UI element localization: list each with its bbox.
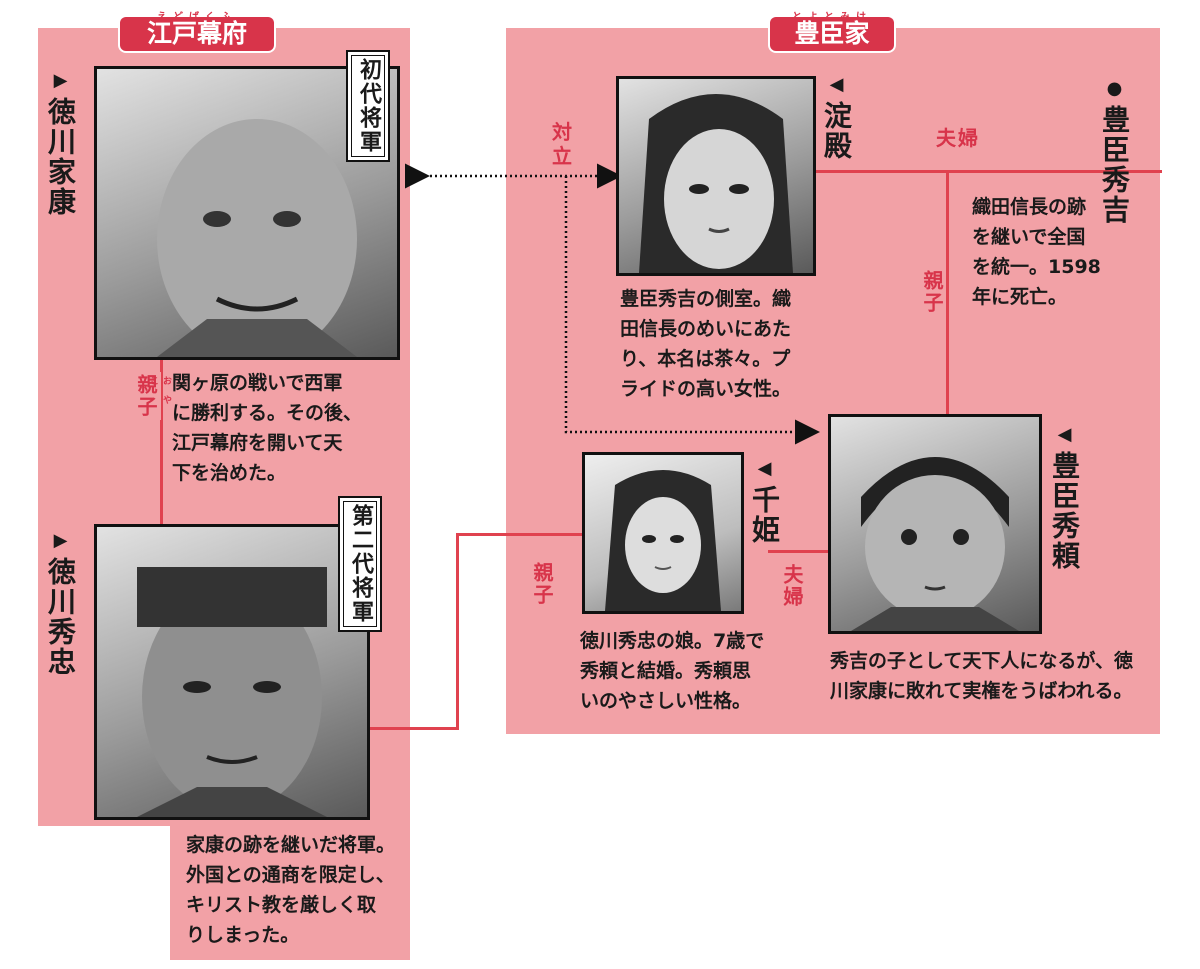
- sen-portrait: [582, 452, 744, 614]
- sen-desc: 徳川秀忠の娘。7歳で 秀頼と結婚。秀頼思 いのやさしい性格。: [580, 630, 765, 712]
- ieyasu-title: 初代将軍: [346, 50, 390, 162]
- right-triangle-icon: ▶: [50, 530, 71, 553]
- yodo-hideyoshi-couple-line: [812, 170, 1162, 173]
- hidetada-name: ▶徳川秀忠: [44, 530, 77, 677]
- toyotomi-group-ruby: とよとみけ: [792, 12, 872, 23]
- left-triangle-icon: ◀: [826, 74, 847, 97]
- sen-name: ◀千姫: [748, 458, 781, 545]
- hidetada-sen-link-c: [456, 533, 584, 536]
- hideyoshi-name: ●豊臣秀吉: [1098, 78, 1131, 225]
- edo-group-ruby: えどばくふ: [157, 12, 237, 23]
- toyotomi-relation-parent-child: 親子: [920, 270, 944, 314]
- toyotomi-group-label: 豊臣家: [794, 19, 870, 48]
- hideyori-name: ◀豊臣秀頼: [1048, 424, 1081, 571]
- relation-oppose: 対立: [552, 120, 574, 168]
- hidetada-sen-link-a: [368, 727, 458, 730]
- edo-relation-parent-child: 親子 おやこ: [132, 372, 171, 420]
- edo-group-tag: えどばくふ 江戸幕府: [120, 12, 274, 51]
- yodo-desc: 豊臣秀吉の側室。織 田信長のめいにあた り、本名は茶々。プ ライドの高い女性。: [620, 288, 792, 400]
- ieyasu-name: ▶徳川家康: [44, 70, 77, 217]
- edo-panel-lower: [170, 820, 410, 960]
- ieyasu-desc: 関ヶ原の戦いで西軍 に勝利する。その後、 江戸幕府を開いて天 下を治めた。: [172, 372, 363, 484]
- relation-couple-top: 夫婦: [936, 126, 980, 150]
- edo-group-label: 江戸幕府: [146, 19, 247, 48]
- right-triangle-icon: ▶: [50, 70, 71, 93]
- hidetada-title: 第二代将軍: [338, 496, 382, 632]
- yodo-portrait: [616, 76, 816, 276]
- hidetada-portrait: [94, 524, 370, 820]
- hideyoshi-desc: 織田信長の跡 を継いで全国 を統一。1598 年に死亡。: [972, 196, 1101, 308]
- hidetada-desc: 家康の跡を継いだ将軍。 外国との通商を限定し、 キリスト教を厳しく取 りしまった…: [186, 834, 396, 946]
- left-triangle-icon: ◀: [1054, 424, 1075, 447]
- relation-couple-bottom: 夫婦: [780, 564, 804, 608]
- edo-parent-child-line: [160, 356, 163, 524]
- yodo-name: ◀淀殿: [820, 74, 853, 161]
- hideyori-portrait: [828, 414, 1042, 634]
- hidetada-sen-relation-parent-child: 親子: [530, 562, 554, 606]
- hideyori-desc: 秀吉の子として天下人になるが、徳 川家康に敗れて実権をうばわれる。: [830, 650, 1134, 702]
- hidetada-sen-link-b: [456, 534, 459, 730]
- toyotomi-group-tag: とよとみけ 豊臣家: [770, 12, 894, 51]
- circle-marker-icon: ●: [1104, 78, 1125, 101]
- left-triangle-icon: ◀: [754, 458, 775, 481]
- sen-hideyori-couple-line: [768, 550, 830, 553]
- toyotomi-parent-child-line: [946, 172, 949, 416]
- ieyasu-portrait: [94, 66, 400, 360]
